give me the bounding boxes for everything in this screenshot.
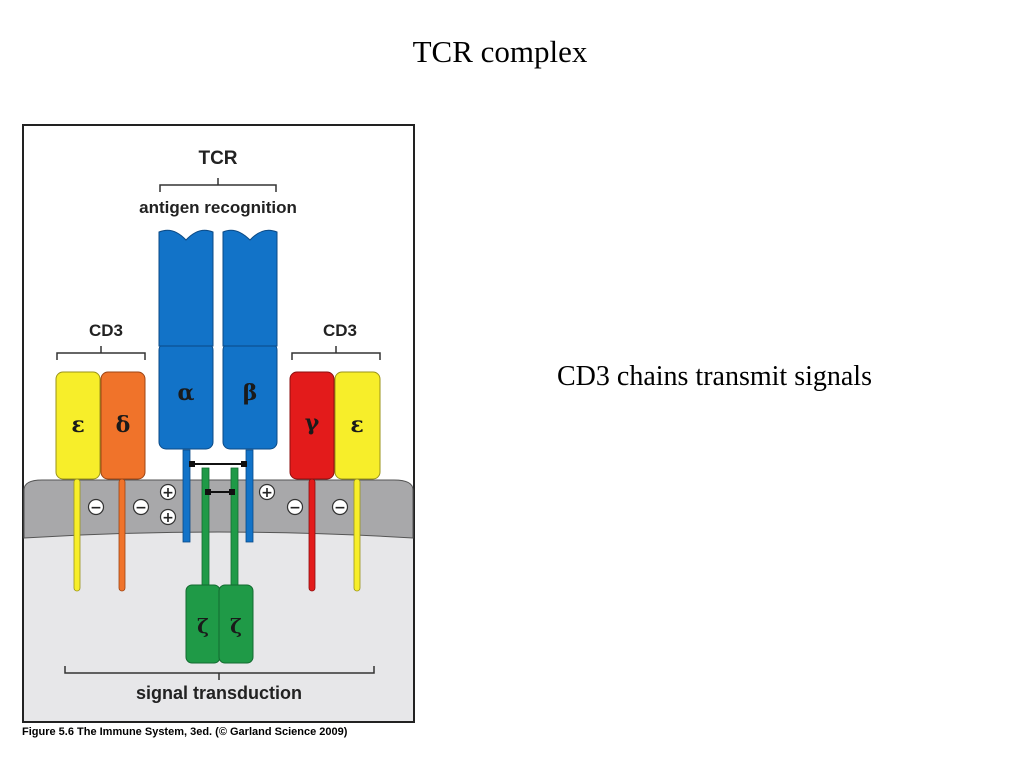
epsilon-right-label: ε	[350, 412, 363, 438]
positive-charge: +	[159, 483, 177, 501]
signal-transduction-label: signal transduction	[136, 683, 302, 703]
alpha-label: α	[178, 380, 195, 406]
cd3-right-label: CD3	[323, 321, 357, 340]
tcr-alpha-chain	[158, 229, 214, 543]
positive-charge: +	[258, 483, 276, 501]
positive-charge: +	[159, 508, 177, 526]
negative-charge: −	[331, 498, 349, 516]
zeta-right-label: ζ	[230, 614, 242, 638]
cd3-epsilon-left-chain	[55, 371, 101, 592]
negative-charge: −	[132, 498, 150, 516]
disulfide-bond-zeta	[205, 489, 235, 495]
zeta-left-label: ζ	[197, 614, 209, 638]
signal-transduction-bracket	[64, 666, 375, 680]
cd3-left-label: CD3	[89, 321, 123, 340]
svg-text:−: −	[334, 500, 346, 516]
beta-label: β	[243, 380, 258, 406]
negative-charge: −	[87, 498, 105, 516]
zeta-chain-right	[218, 467, 254, 664]
tcr-beta-chain	[222, 229, 278, 543]
svg-text:+: +	[162, 485, 174, 501]
tcr-label: TCR	[198, 148, 237, 169]
svg-text:+: +	[261, 485, 273, 501]
negative-charge: −	[286, 498, 304, 516]
tcr-complex-diagram: TCR antigen recognition CD3 CD3 α β	[22, 124, 415, 723]
delta-label: δ	[116, 412, 131, 438]
slide-title: TCR complex	[412, 34, 588, 69]
svg-text:−: −	[90, 500, 102, 516]
figure-caption: Figure 5.6 The Immune System, 3ed. (© Ga…	[22, 726, 348, 738]
svg-text:−: −	[289, 500, 301, 516]
antigen-recognition-label: antigen recognition	[139, 198, 297, 217]
svg-text:−: −	[135, 500, 147, 516]
svg-text:+: +	[162, 510, 174, 526]
cd3-epsilon-right-chain	[334, 371, 381, 592]
cd3-left-bracket	[56, 346, 146, 360]
cd3-gamma-chain	[289, 371, 335, 592]
disulfide-bond-alpha-beta	[189, 461, 247, 467]
cd3-right-bracket	[291, 346, 381, 360]
epsilon-left-label: ε	[71, 412, 84, 438]
cd3-delta-chain	[100, 371, 146, 592]
side-caption: CD3 chains transmit signals	[557, 361, 872, 392]
tcr-bracket	[159, 178, 277, 192]
gamma-label: γ	[305, 410, 320, 436]
